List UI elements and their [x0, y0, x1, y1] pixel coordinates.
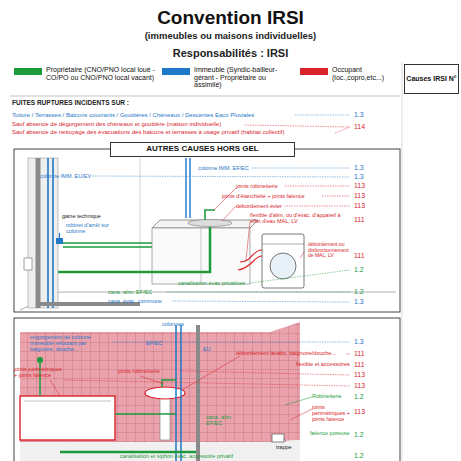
callout-number: 111: [354, 216, 365, 224]
callout-number: 1.2: [354, 288, 364, 296]
callout-label: flexible d'alim. ou d'évac. d'appareil à…: [250, 212, 346, 224]
callout-label: EF/EC: [146, 340, 162, 346]
callout-number: 113: [354, 408, 365, 416]
callout-label: débordement lavabo, baignoire/douche...: [236, 350, 336, 356]
callout-number: 113: [354, 202, 365, 210]
box-heading: Causes IRSI N°: [406, 75, 456, 83]
legend-swatch: [162, 68, 190, 75]
callout-label: débordement ou disfonctionnement de MAL,…: [308, 242, 350, 259]
callout-number: 111: [354, 350, 365, 358]
legend-swatch: [14, 68, 42, 75]
callout-number: 111: [354, 361, 365, 369]
callout-number: 1.2: [354, 393, 364, 401]
callout-label: faïence poreuse: [310, 430, 350, 436]
callout-number: 113: [354, 192, 365, 200]
callout-label: cana. évac. commune: [108, 298, 162, 304]
page-title: Convention IRSI: [0, 8, 461, 29]
callout-label: Sauf absence de nettoyage des évacuation…: [12, 129, 352, 136]
callout-label: canalisation évac privatives: [178, 280, 245, 286]
callout-label: Toiture / Terrasses / Balcons couvrants …: [12, 112, 352, 119]
callout-number: 113: [354, 371, 365, 379]
legend-text: Occupant (loc.,copro,etc...): [332, 66, 400, 81]
callout-label: Responsabilités : IRSI: [0, 47, 461, 59]
separator: [10, 96, 400, 97]
callout-number: 114: [354, 123, 365, 131]
box-heading: AUTRES CAUSES HORS GEL: [146, 145, 258, 154]
callout-number: 1.2: [354, 266, 364, 274]
callout-label: débordement évier: [236, 203, 282, 209]
callout-label: colonnes: [162, 321, 184, 327]
callout-label: Robinetterie: [312, 393, 342, 399]
callout-label: joints robinetterie: [236, 183, 278, 189]
panel-frame: [14, 149, 400, 312]
callout-label: cana. alim. EF/EC: [108, 289, 152, 295]
callout-number: 1.3: [354, 173, 364, 181]
callout-label: joints robinetterie: [118, 368, 160, 374]
callout-label: Sauf absence de dégorgement des chéneaux…: [12, 121, 352, 128]
causes-header-box: Causes IRSI N°: [404, 64, 459, 94]
callout-label: (immeubles ou maisons individuelles): [0, 31, 461, 41]
separator: [402, 62, 403, 461]
callout-number: 1.3: [354, 164, 364, 172]
callout-label: joints périmétriques + joints faïence: [14, 366, 64, 378]
legend-text: Propriétaire (CNO/PNO local loué - CO/PO…: [46, 66, 156, 81]
callout-label: robinet d'arrêt sur colonne: [66, 222, 120, 234]
legend-text: Immeuble (Syndic-bailleur-gérant - Propr…: [194, 66, 294, 89]
callout-label: joints périmétriques + joints faïence: [312, 404, 352, 422]
callout-label: engorgement de colonne immeuble refoulan…: [30, 334, 110, 352]
callout-number: 1.2: [354, 431, 364, 439]
callout-label: colonne IMM. EF/EC: [198, 165, 249, 171]
callout-label: FUITES RUPTURES INCIDENTS SUR :: [12, 99, 129, 106]
leader-lines: [50, 342, 350, 442]
callout-number: 1.2: [354, 452, 364, 460]
callout-label: flexible et accessoires: [296, 361, 350, 367]
callout-label: gaine technique: [62, 213, 102, 219]
callout-number: 113: [354, 382, 365, 390]
callout-label: cana. alim. EF/EC: [206, 414, 238, 426]
callout-number: 113: [354, 182, 365, 190]
panel-frame: [14, 318, 400, 461]
callout-number: 111: [354, 252, 365, 260]
bathroom-drawing: [20, 322, 300, 461]
callout-label: joints d'étanchéité + joints faïence: [222, 193, 305, 199]
callout-label: trappe: [276, 444, 292, 450]
callout-label: EU: [203, 346, 211, 352]
callout-number: 1.3: [354, 338, 364, 346]
kitchen-drawing: [20, 158, 396, 310]
callout-label: canalisation et siphon évac. accessoire …: [120, 453, 233, 459]
leader-lines: [92, 168, 350, 302]
section-header-box: AUTRES CAUSES HORS GEL: [110, 142, 295, 157]
callout-label: colonne IMM. EU/EV: [40, 173, 91, 179]
callout-number: 1.3: [354, 111, 364, 119]
callout-number: 1.3: [354, 298, 364, 306]
legend-swatch: [300, 68, 328, 75]
